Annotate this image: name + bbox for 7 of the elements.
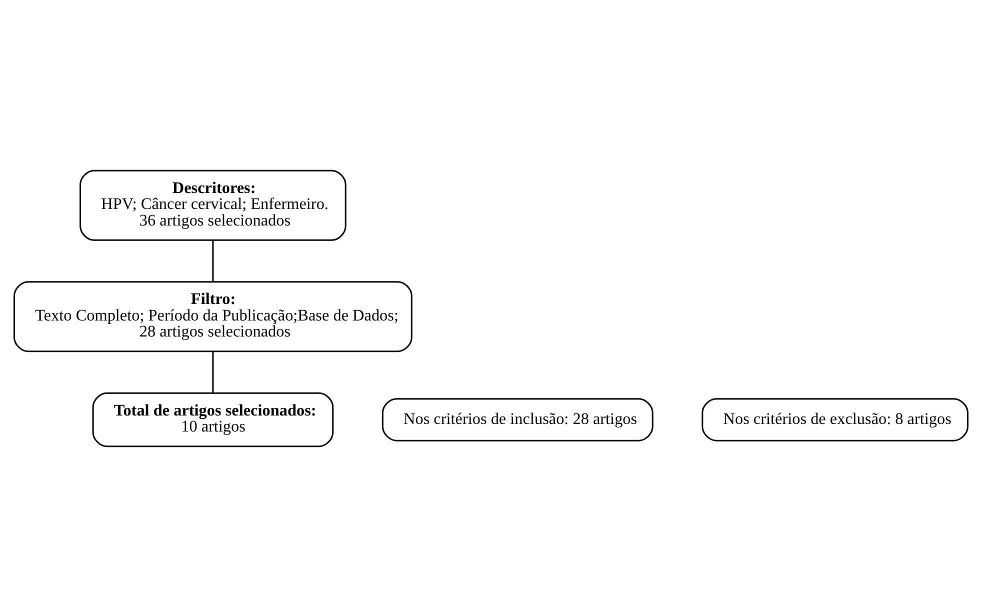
node-box: Total de artigos selecionados: 10 artigos xyxy=(92,392,334,447)
connector xyxy=(212,240,214,282)
connector xyxy=(212,351,214,392)
node-box: Nos critérios de exclusão: 8 artigos xyxy=(702,398,968,441)
node-box: Nos critérios de inclusão: 28 artigos xyxy=(382,398,654,441)
node-box: Filtro: Texto Completo; Período da Publicação;Base de Dados; 28 artigos selecionados xyxy=(14,280,412,352)
node-box: Descritores: HPV; Câncer cervical; Enfermeiro. 36 artigos selecionados xyxy=(80,169,346,240)
